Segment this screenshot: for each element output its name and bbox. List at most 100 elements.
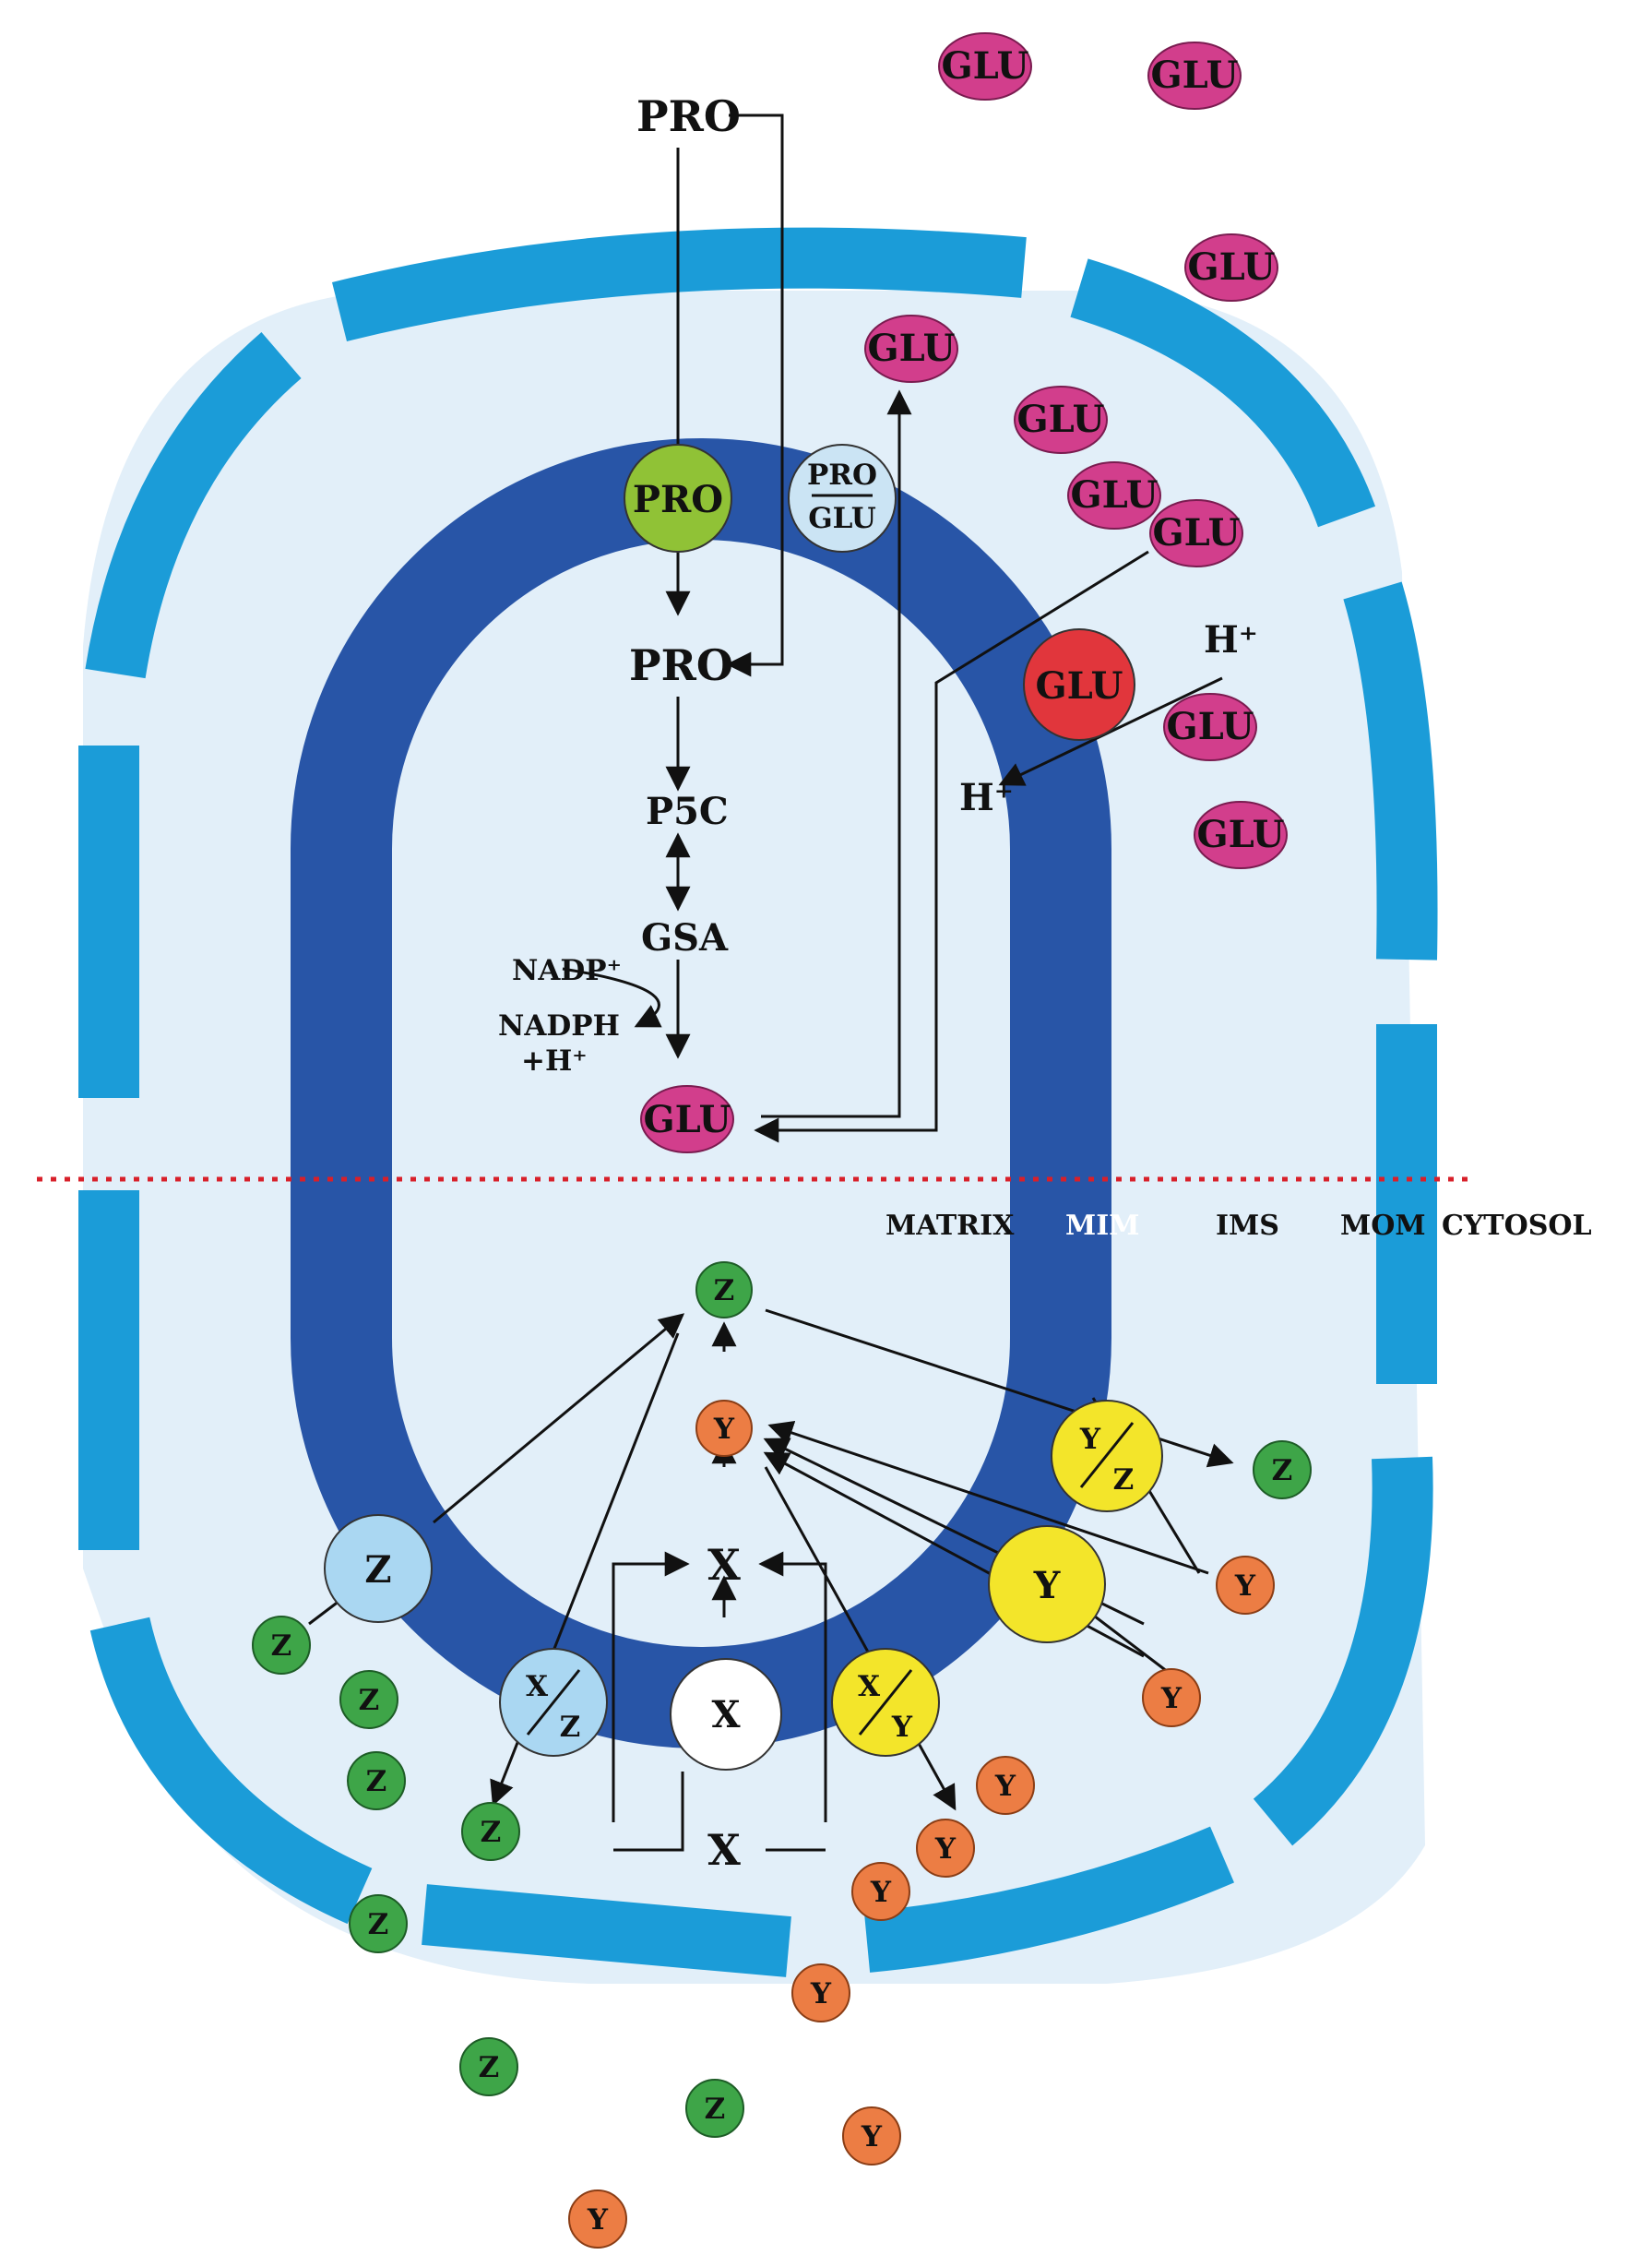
svg-text:PRO: PRO <box>633 478 723 521</box>
svg-text:Z: Z <box>366 1765 387 1798</box>
label-cytosol: CYTOSOL <box>1442 1210 1592 1242</box>
h-plus-in: H⁺ <box>959 776 1014 819</box>
svg-text:Y: Y <box>1234 1569 1256 1603</box>
carrier-y: Y <box>988 1525 1106 1643</box>
y-molecule: Y <box>916 1819 975 1878</box>
x-outside: X <box>707 1825 741 1875</box>
svg-text:Y: Y <box>587 2203 609 2237</box>
mom-segment <box>332 227 1027 342</box>
carrier-x: X <box>670 1658 782 1771</box>
label-ims: IMS <box>1216 1210 1279 1242</box>
svg-text:Z: Z <box>705 2093 726 2126</box>
z-matrix: Z <box>695 1261 753 1318</box>
z-molecule: Z <box>685 2079 744 2138</box>
svg-text:Z: Z <box>368 1908 389 1941</box>
glu-matrix: GLU <box>640 1085 734 1153</box>
svg-text:Y: Y <box>713 1413 735 1446</box>
svg-text:Y: Y <box>861 2120 883 2154</box>
gsa: GSA <box>641 916 729 960</box>
svg-text:GLU: GLU <box>942 44 1029 88</box>
y-matrix: Y <box>695 1400 753 1457</box>
glu-molecule: GLU <box>1147 42 1242 110</box>
y-molecule: Y <box>1216 1556 1275 1615</box>
svg-text:X: X <box>858 1670 881 1703</box>
svg-text:Y: Y <box>1160 1682 1183 1715</box>
mom-segment <box>1070 258 1376 528</box>
z-molecule: Z <box>252 1616 311 1675</box>
mom-segment <box>422 1884 791 1977</box>
outer-membrane <box>78 227 1438 1977</box>
z-molecule: Z <box>347 1751 406 1810</box>
h-plus-out: H⁺ <box>1204 618 1258 662</box>
svg-text:Z: Z <box>1113 1463 1135 1497</box>
svg-text:Y: Y <box>891 1711 913 1744</box>
svg-text:GLU: GLU <box>1071 473 1159 517</box>
svg-text:Z: Z <box>479 2051 500 2084</box>
svg-text:Y: Y <box>810 1977 832 2010</box>
svg-text:Y: Y <box>934 1832 957 1866</box>
glu-molecule: GLU <box>1194 801 1288 869</box>
svg-text:Y: Y <box>994 1770 1016 1803</box>
z-molecule: Z <box>459 2037 518 2096</box>
carrier-x-y: X Y <box>831 1648 940 1757</box>
glu-molecule: GLU <box>1163 693 1257 761</box>
svg-text:Y: Y <box>870 1876 892 1909</box>
h-plus-cofactor: +H⁺ <box>521 1044 588 1078</box>
glu-molecule: GLU <box>864 315 958 383</box>
z-molecules: Z Z Z Z Z Z Z Z <box>252 1440 1312 2138</box>
carrier-y-z: Y Z <box>1051 1400 1163 1512</box>
carrier-x-z: X Z <box>499 1648 608 1757</box>
svg-text:GLU: GLU <box>1017 398 1105 441</box>
y-molecule: Y <box>791 1963 850 2022</box>
pro-matrix: PRO <box>629 640 733 690</box>
glu-molecule: GLU <box>938 32 1032 101</box>
svg-text:GLU: GLU <box>1036 664 1123 708</box>
svg-text:Z: Z <box>271 1629 292 1663</box>
svg-text:GLU: GLU <box>1197 813 1285 856</box>
carrier-pro: PRO <box>624 444 732 553</box>
svg-text:PRO: PRO <box>807 459 877 492</box>
label-mom: MOM <box>1340 1210 1426 1242</box>
y-molecule: Y <box>851 1862 910 1921</box>
svg-text:Z: Z <box>1272 1454 1293 1487</box>
carrier-pro-glu: PRO GLU <box>788 444 897 553</box>
svg-text:GLU: GLU <box>1188 245 1276 289</box>
glu-molecule: GLU <box>1149 499 1243 567</box>
svg-text:X: X <box>711 1693 740 1736</box>
x-matrix: X <box>707 1540 741 1590</box>
svg-text:Z: Z <box>364 1548 391 1592</box>
arrows-upper <box>562 113 1223 1143</box>
svg-text:Y: Y <box>1033 1564 1061 1607</box>
svg-text:X: X <box>526 1670 549 1703</box>
y-molecule: Y <box>1142 1668 1201 1727</box>
nadp: NADP⁺ <box>512 954 622 987</box>
glu-molecule: GLU <box>1184 233 1278 302</box>
carrier-glu: GLU <box>1023 628 1135 741</box>
svg-text:GLU: GLU <box>644 1098 731 1141</box>
svg-text:Z: Z <box>481 1816 502 1849</box>
y-molecule: Y <box>842 2106 901 2166</box>
z-molecule: Z <box>1253 1440 1312 1499</box>
svg-text:GLU: GLU <box>868 327 956 370</box>
z-molecule: Z <box>339 1670 398 1729</box>
pro-outside: PRO <box>636 91 741 141</box>
glu-molecule: GLU <box>1067 461 1161 530</box>
mom-segment <box>863 1826 1234 1973</box>
svg-text:Z: Z <box>714 1274 735 1307</box>
label-matrix: MATRIX <box>885 1210 1015 1242</box>
svg-text:Z: Z <box>359 1684 380 1717</box>
mom-segment <box>1253 1456 1433 1846</box>
svg-text:GLU: GLU <box>1167 705 1254 748</box>
svg-text:GLU: GLU <box>808 502 876 535</box>
svg-text:GLU: GLU <box>1153 511 1241 555</box>
carrier-z: Z <box>324 1514 433 1623</box>
p5c: P5C <box>646 790 729 833</box>
z-molecule: Z <box>461 1802 520 1861</box>
svg-text:Z: Z <box>560 1711 581 1744</box>
z-molecule: Z <box>349 1894 408 1953</box>
y-molecule: Y <box>976 1756 1035 1815</box>
y-molecules: Y Y Y Y Y Y Y Y <box>568 1556 1275 2249</box>
